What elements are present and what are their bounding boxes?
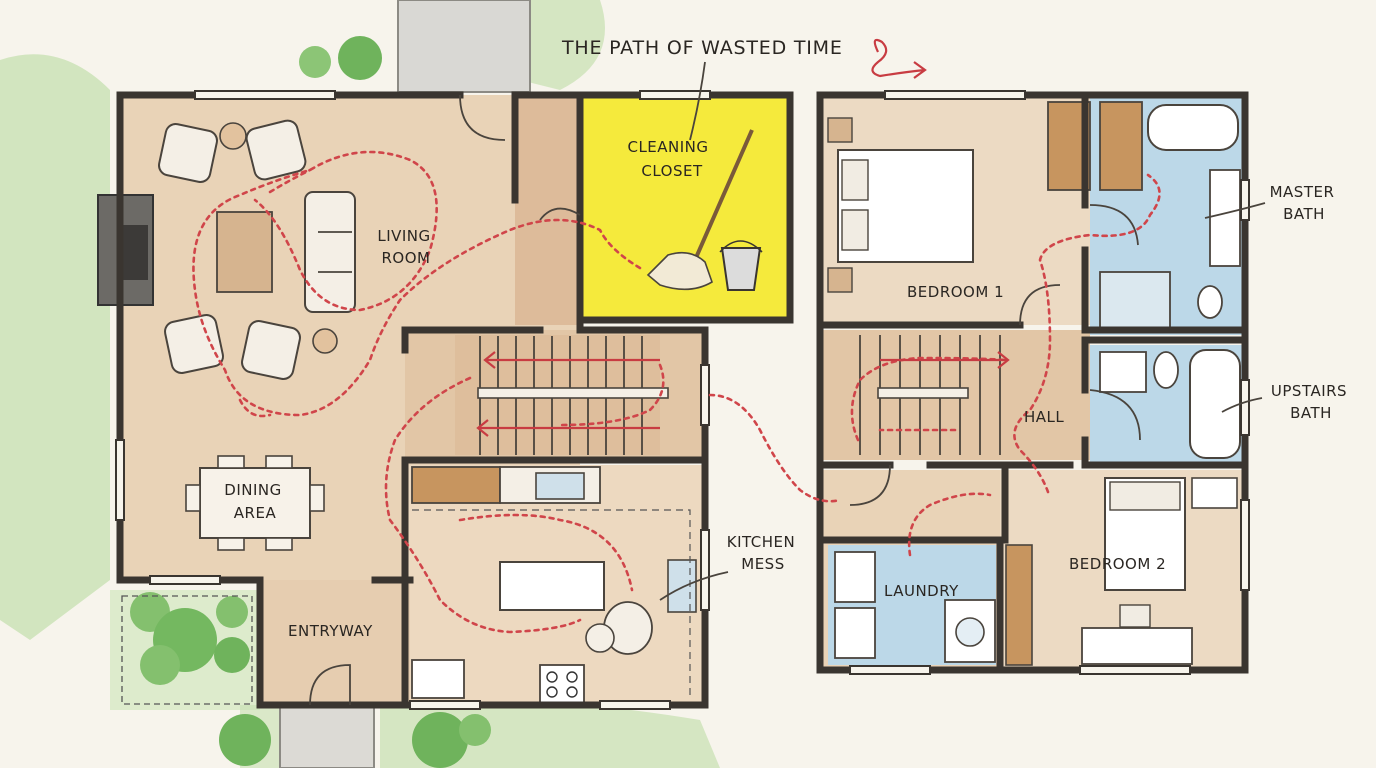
laundry-label: LAUNDRY	[884, 582, 959, 600]
shrubs	[130, 36, 491, 768]
kitchen-mess-label: KITCHEN MESS	[727, 533, 800, 573]
diagram-title: THE PATH OF WASTED TIME	[561, 37, 843, 59]
callout-lines	[659, 61, 1266, 601]
living-room-label: LIVING ROOM	[377, 227, 434, 267]
armchair	[241, 320, 301, 380]
upper-stairs	[859, 335, 1001, 455]
armchair	[158, 123, 218, 183]
upper-floor	[816, 90, 1250, 675]
ground-floor	[97, 90, 794, 710]
master-bath-label: MASTER BATH	[1270, 183, 1339, 223]
dining-area-label: DINING AREA	[224, 481, 285, 522]
armchair	[164, 314, 224, 374]
hall-label: HALL	[1024, 408, 1064, 426]
bedroom-2-label: BEDROOM 2	[1069, 555, 1166, 573]
stove	[539, 664, 585, 704]
upstairs-bath-label: UPSTAIRS BATH	[1271, 382, 1351, 422]
path-arrows	[476, 38, 1010, 437]
cleaning-closet-label: CLEANING CLOSET	[627, 138, 712, 180]
kitchen-fixtures	[411, 466, 697, 704]
mop-and-bucket	[646, 129, 763, 291]
wasted-time-path	[192, 150, 1161, 634]
ground-stairs	[455, 335, 669, 455]
coffee-table	[216, 211, 273, 293]
dining-table	[199, 467, 311, 539]
driveway	[397, 0, 531, 93]
armchair	[245, 119, 307, 181]
sofa	[304, 191, 356, 313]
bedroom-1-label: BEDROOM 1	[907, 283, 1004, 301]
entryway-label: ENTRYWAY	[288, 622, 373, 640]
front-walkway	[279, 705, 375, 768]
kitchen-island	[499, 561, 605, 611]
